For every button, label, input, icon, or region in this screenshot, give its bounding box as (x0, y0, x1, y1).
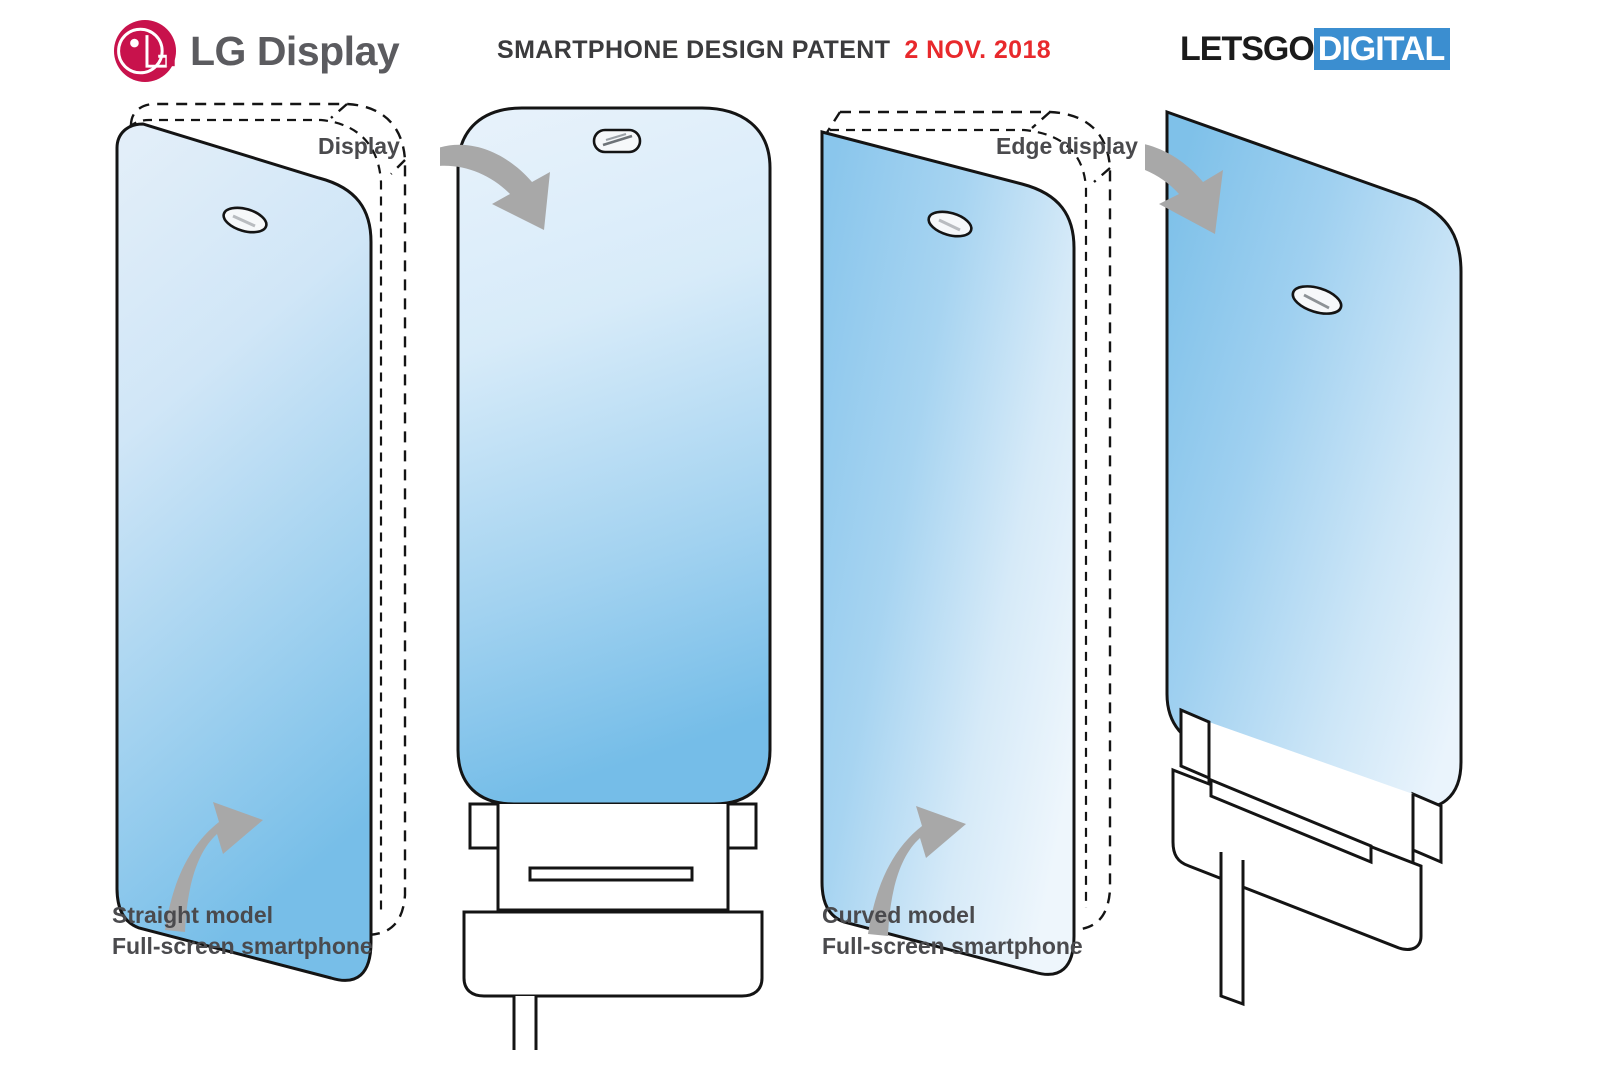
caption-straight-line2: Full-screen smartphone (112, 933, 373, 960)
figure-curved-model-perspective (820, 110, 1112, 976)
dashed-body-outline (824, 110, 1112, 932)
camera-cutout-icon (927, 210, 973, 238)
connector-tab-right (726, 802, 758, 850)
display-panel (820, 130, 1076, 976)
caption-curved-line2: Full-screen smartphone (822, 933, 1083, 960)
callout-arrow-down (440, 144, 550, 230)
callout-label-edge-display: Edge display (996, 133, 1138, 159)
display-panel (115, 122, 373, 982)
lg-display-wordmark: LG Display (190, 27, 400, 74)
connector-base (462, 910, 764, 998)
camera-cutout-icon (592, 128, 642, 154)
figure-straight-model-front (440, 106, 772, 1050)
connector-neck (496, 804, 730, 912)
display-panel (456, 106, 772, 806)
camera-cutout-icon (222, 206, 268, 234)
dashed-body-edge (830, 128, 1088, 908)
callout-label-display: Display (318, 133, 400, 159)
callout-arrow-down (1145, 144, 1223, 234)
connector-bar (528, 866, 694, 882)
lg-display-logo: LG Display (112, 18, 400, 84)
dashed-body-edge (121, 118, 383, 910)
patent-title-text: SMARTPHONE DESIGN PATENT (497, 36, 891, 64)
connector-tab-left (1179, 707, 1211, 781)
figure-straight-model-perspective (115, 102, 407, 982)
connector-tab-right (1411, 791, 1443, 865)
camera-cutout-icon (1291, 285, 1343, 315)
header: LG Display SMARTPHONE DESIGN PATENT 2 NOV… (0, 0, 1600, 100)
display-panel (1165, 109, 1463, 810)
callout-arrow-up (165, 802, 263, 932)
caption-straight-model: Straight model Full-screen smartphone (112, 900, 373, 962)
patent-date: 2 NOV. 2018 (904, 36, 1052, 64)
connector-tab-left (468, 802, 500, 850)
caption-straight-line1: Straight model (112, 902, 274, 928)
callout-arrow-up (868, 806, 966, 936)
letsgodigital-logo-letsgo: LETSGO (1180, 30, 1315, 68)
letsgodigital-logo: LETSGO DIGITAL (1180, 28, 1451, 70)
connector-tail (512, 996, 538, 1050)
letsgodigital-logo-digital: DIGITAL (1313, 28, 1451, 70)
caption-curved-line1: Curved model (822, 902, 976, 928)
connector-assembly (462, 802, 764, 1050)
connector-tail (1219, 852, 1245, 1007)
lg-circle-face-logo-icon (113, 19, 177, 83)
page-title: SMARTPHONE DESIGN PATENT 2 NOV. 2018 (497, 38, 1051, 63)
connector-base (1171, 767, 1423, 951)
caption-curved-model: Curved model Full-screen smartphone (822, 900, 1083, 962)
connector-bar (1209, 777, 1373, 865)
figure-curved-model-front (1145, 109, 1463, 1007)
